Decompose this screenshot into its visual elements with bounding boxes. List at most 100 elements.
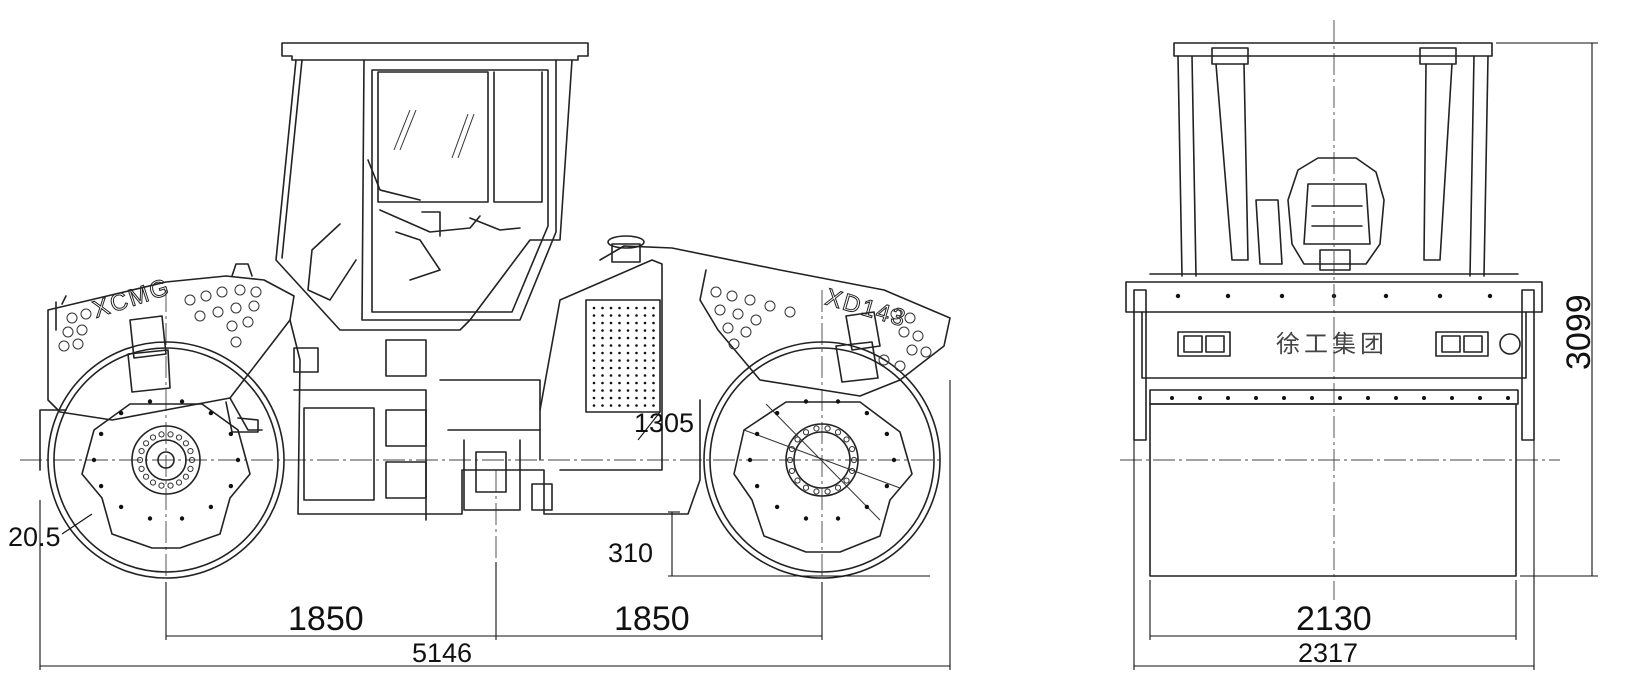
bolt-dot xyxy=(1254,396,1258,400)
bolt-hole xyxy=(843,436,850,443)
bolt-dot xyxy=(747,457,753,463)
side-view: XCMG XD143 20.5 1305 310 1850 18 xyxy=(8,42,1510,670)
bolt-dot xyxy=(609,321,613,325)
bolt-dot xyxy=(635,306,638,310)
bolt-hole xyxy=(175,434,183,441)
bolt-dot xyxy=(618,351,621,355)
bolt-dot xyxy=(643,336,647,340)
drum-angle-label: 20.5 xyxy=(8,522,61,552)
bolt-dot xyxy=(179,399,185,404)
bolt-dot xyxy=(1478,396,1482,400)
bolt-dot xyxy=(609,314,613,317)
bolt-hole xyxy=(187,465,194,472)
bolt-dot xyxy=(118,504,124,510)
bolt-dot xyxy=(228,483,234,489)
bolt-dot xyxy=(635,344,638,347)
bolt-dot xyxy=(803,399,809,404)
bolt-dot xyxy=(601,351,604,355)
bolt-dot xyxy=(618,359,621,362)
bolt-dot xyxy=(618,366,621,370)
bolt-dot xyxy=(609,381,613,385)
bolt-dot xyxy=(835,399,841,404)
bolt-dot xyxy=(643,344,647,347)
bolt-hole xyxy=(149,479,157,486)
bolt-dot xyxy=(635,336,638,340)
bolt-dot xyxy=(618,314,621,317)
bolt-hole xyxy=(216,286,228,298)
bolt-dot xyxy=(652,366,655,370)
bolt-dot xyxy=(643,306,647,310)
drum-width-label: 2130 xyxy=(1296,600,1372,638)
bolt-dot xyxy=(618,306,621,310)
bolt-hole xyxy=(182,440,190,447)
bolt-dot xyxy=(618,374,621,377)
bolt-dot xyxy=(1437,293,1443,299)
bolt-dot xyxy=(643,404,647,407)
bolt-dot xyxy=(643,389,647,392)
bolt-hole xyxy=(740,326,752,338)
bolt-dot xyxy=(626,336,630,340)
bolt-dot xyxy=(609,366,613,370)
overall-width-label: 2317 xyxy=(1298,638,1358,668)
bolt-dot xyxy=(652,396,655,400)
bolt-dot xyxy=(635,359,638,362)
bolt-hole xyxy=(230,302,242,314)
bolt-hole xyxy=(848,445,856,453)
length-dimensions xyxy=(39,380,951,670)
bolt-hole xyxy=(788,445,796,453)
bolt-dot xyxy=(864,410,870,416)
bolt-dot xyxy=(618,404,621,407)
bolt-hole xyxy=(794,477,801,484)
bolt-dot xyxy=(1279,293,1285,299)
bolt-dot xyxy=(592,389,596,392)
bolt-hole xyxy=(138,448,145,455)
bolt-dot xyxy=(618,344,621,347)
bolt-dot xyxy=(618,329,621,332)
center-chassis xyxy=(289,319,701,521)
bolt-dot xyxy=(864,504,870,510)
bolt-dot xyxy=(91,457,97,463)
bolt-dot xyxy=(609,306,613,310)
bolt-dot xyxy=(652,321,655,325)
bolt-dot xyxy=(1170,396,1174,400)
bolt-hole xyxy=(212,306,224,318)
bolt-hole xyxy=(80,308,92,320)
rear-drum xyxy=(39,341,285,579)
bolt-dot xyxy=(635,321,638,325)
bolt-dot xyxy=(601,314,604,317)
bolt-dot xyxy=(1175,293,1181,299)
bolt-hole xyxy=(786,456,794,464)
bolt-dot xyxy=(618,381,621,385)
bolt-dot xyxy=(754,431,760,437)
bolt-dot xyxy=(618,336,621,340)
bolt-hole xyxy=(158,482,165,489)
bolt-dot xyxy=(626,321,630,325)
bolt-hole xyxy=(230,336,242,348)
bolt-dot xyxy=(626,329,630,332)
bolt-dot xyxy=(592,359,596,362)
bolt-dot xyxy=(592,321,596,325)
bolt-dot xyxy=(609,359,613,362)
width-dimensions xyxy=(1133,440,1535,670)
bolt-dot xyxy=(652,336,655,340)
overall-length-label: 5146 xyxy=(412,638,472,668)
bolt-dot xyxy=(618,389,621,392)
bolt-hole xyxy=(728,338,740,350)
bolt-hole xyxy=(200,290,212,302)
bolt-dot xyxy=(626,314,630,317)
bolt-dot xyxy=(626,359,630,362)
bolt-hole xyxy=(76,324,88,336)
bolt-dot xyxy=(1225,293,1231,299)
ground-clearance-dimension xyxy=(668,511,930,577)
bolt-hole xyxy=(175,479,183,486)
bolt-dot xyxy=(643,359,647,362)
bolt-hole xyxy=(194,310,206,322)
bolt-dot xyxy=(609,329,613,332)
bolt-hole xyxy=(142,473,150,480)
bolt-dot xyxy=(626,306,630,310)
bolt-dot xyxy=(601,359,604,362)
bolt-dot xyxy=(635,381,638,385)
bolt-hole xyxy=(813,425,820,432)
bolt-hole xyxy=(843,477,850,484)
bolt-dot xyxy=(635,366,638,370)
